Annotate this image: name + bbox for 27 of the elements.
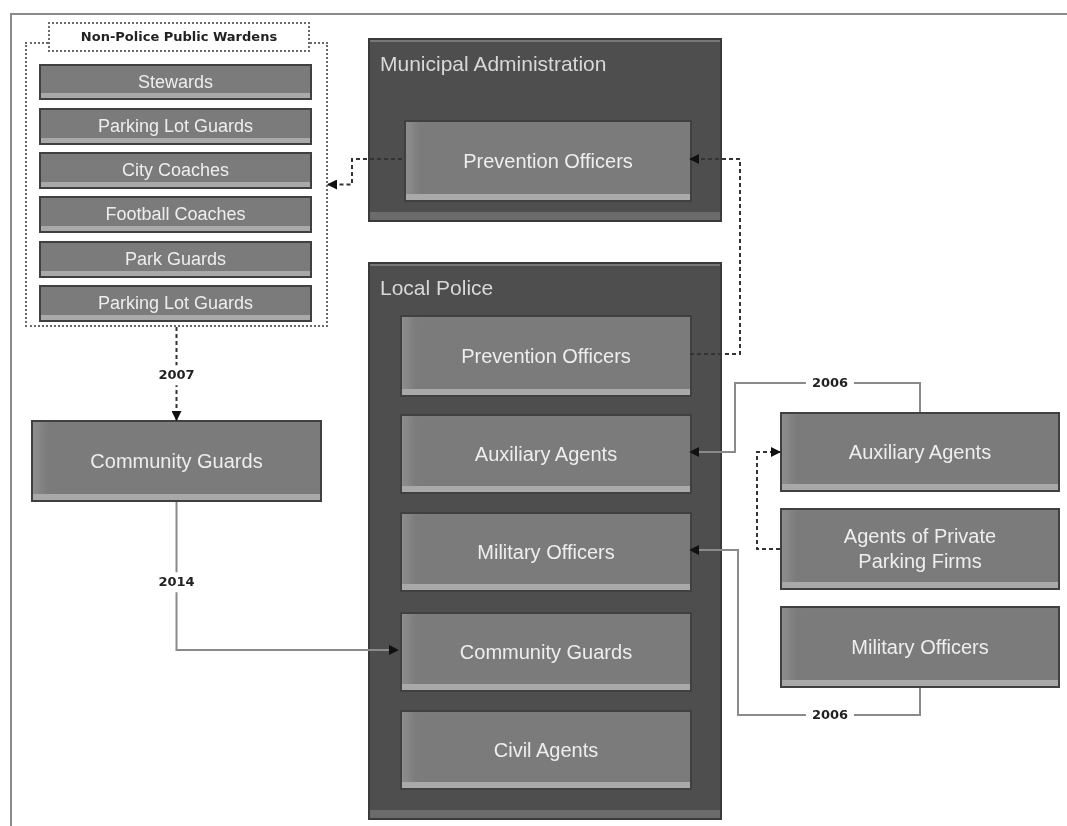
panel-title: Municipal Administration bbox=[380, 51, 607, 77]
role-box: Agents of Private Parking Firms bbox=[780, 508, 1060, 590]
role-box: Civil Agents bbox=[400, 710, 692, 790]
role-box: Community Guards bbox=[400, 612, 692, 692]
warden-bar: Parking Lot Guards bbox=[39, 285, 312, 322]
panel-title: Local Police bbox=[380, 275, 494, 301]
connector-arrow bbox=[171, 326, 182, 421]
connector-arrow bbox=[327, 158, 403, 190]
role-box: Auxiliary Agents bbox=[780, 412, 1060, 492]
group-heading: Non-Police Public Wardens bbox=[48, 22, 310, 52]
organization-panel bbox=[368, 262, 722, 820]
warden-bar: Stewards bbox=[39, 64, 312, 100]
connector-arrow bbox=[689, 545, 921, 716]
connector-arrow bbox=[689, 154, 741, 355]
connector-arrow bbox=[756, 447, 781, 550]
warden-bar: Football Coaches bbox=[39, 196, 312, 233]
connector-arrow bbox=[175, 501, 399, 655]
organization-panel bbox=[368, 38, 722, 222]
warden-bar: Parking Lot Guards bbox=[39, 108, 312, 145]
role-box: Military Officers bbox=[400, 512, 692, 592]
role-box: Prevention Officers bbox=[400, 315, 692, 397]
role-box: Prevention Officers bbox=[404, 120, 692, 202]
warden-bar: City Coaches bbox=[39, 152, 312, 189]
warden-bar: Park Guards bbox=[39, 241, 312, 278]
role-box: Military Officers bbox=[780, 606, 1060, 688]
role-box: Auxiliary Agents bbox=[400, 414, 692, 494]
role-box: Community Guards bbox=[31, 420, 322, 502]
